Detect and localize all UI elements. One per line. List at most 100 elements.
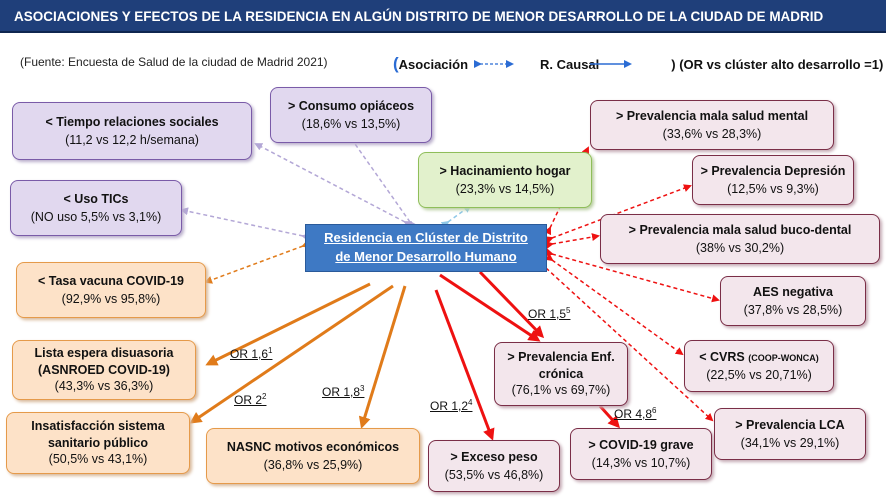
legend-causal: R. Causal xyxy=(540,57,600,72)
node-exceso-label: > Exceso peso xyxy=(450,449,538,464)
node-depresion-value: (12,5% vs 9,3%) xyxy=(727,182,819,196)
node-mental-label: > Prevalencia mala salud mental xyxy=(615,108,809,123)
arrow-cvrs xyxy=(544,253,684,356)
or-label-5-sup: 5 xyxy=(566,306,571,315)
node-hacinamiento-label: > Hacinamiento hogar xyxy=(439,163,571,178)
node-nasnc-label: NASNC motivos económicos xyxy=(226,439,400,454)
arrow-tiempo xyxy=(254,143,413,229)
or-label-6: OR 4,86 xyxy=(614,406,656,421)
node-tiempo-value: (11,2 vs 12,2 h/semana) xyxy=(65,133,199,147)
or-label-6-text: OR 4,8 xyxy=(614,407,653,421)
node-cvrs-label-wrap: < CVRS (COOP-WONCA) xyxy=(699,348,819,366)
node-nasnc-value: (36,8% vs 25,9%) xyxy=(263,458,363,472)
node-lca-label: > Prevalencia LCA xyxy=(735,417,845,432)
node-covid-grave-label: > COVID-19 grave xyxy=(588,437,694,452)
node-aes-label: AES negativa xyxy=(753,284,833,299)
node-covid-grave: > COVID-19 grave (14,3% vs 10,7%) xyxy=(570,428,712,480)
center-line1: Residencia en Clúster de Distrito xyxy=(324,230,528,246)
arrow-cronica xyxy=(439,273,541,342)
node-lista-label2: (ASNROED COVID-19) xyxy=(38,362,170,377)
arrow-lca xyxy=(538,260,714,422)
node-cvrs-value: (22,5% vs 20,71%) xyxy=(706,368,812,382)
node-vacuna-label: < Tasa vacuna COVID-19 xyxy=(37,273,184,288)
or-label-3-text: OR 1,8 xyxy=(322,385,361,399)
or-label-4-text: OR 1,2 xyxy=(430,399,469,413)
node-cvrs-label-small: (COOP-WONCA) xyxy=(748,352,819,363)
node-tiempo-label: < Tiempo relaciones sociales xyxy=(45,114,219,129)
arrow-vacuna xyxy=(204,240,311,284)
or-label-2: OR 22 xyxy=(234,392,266,407)
node-aes: AES negativa (37,8% vs 28,5%) xyxy=(720,276,866,326)
node-covid-grave-value: (14,3% vs 10,7%) xyxy=(591,456,691,470)
node-bucodental-label: > Prevalencia mala salud buco-dental xyxy=(628,222,852,237)
node-cronica: > Prevalencia Enf. crónica (76,1% vs 69,… xyxy=(494,342,628,406)
or-label-1-text: OR 1,6 xyxy=(230,347,269,361)
arrow-hacinamiento xyxy=(440,204,472,229)
arrow-tics xyxy=(180,207,310,242)
node-tiempo: < Tiempo relaciones sociales (11,2 vs 12… xyxy=(12,102,252,160)
node-tics-value: (NO uso 5,5% vs 3,1%) xyxy=(30,210,162,224)
or-label-2-text: OR 2 xyxy=(234,393,263,407)
arrow-lista xyxy=(205,282,371,366)
node-lista: Lista espera disuasoria (ASNROED COVID-1… xyxy=(12,340,196,400)
or-label-5: OR 1,55 xyxy=(528,306,570,321)
node-depresion-label: > Prevalencia Depresión xyxy=(700,163,846,178)
legend: (Asociación R. Causal ) (OR vs clúster alt… xyxy=(393,54,883,74)
node-lca: > Prevalencia LCA (34,1% vs 29,1%) xyxy=(714,408,866,460)
node-insatisfaccion-label2: sanitario público xyxy=(47,435,148,450)
arrow-depresion xyxy=(544,184,692,244)
node-exceso-value: (53,5% vs 46,8%) xyxy=(444,468,544,482)
node-bucodental-value: (38% vs 30,2%) xyxy=(695,241,785,255)
node-lista-label1: Lista espera disuasoria xyxy=(34,345,174,360)
arrow-exceso xyxy=(434,289,495,441)
legend-open-paren: ( xyxy=(393,54,399,73)
arrow-nasnc xyxy=(358,285,407,429)
legend-close: ) (OR vs clúster alto desarrollo =1) xyxy=(671,57,884,72)
or-label-2-sup: 2 xyxy=(262,392,267,401)
node-opiaceos: > Consumo opiáceos (18,6% vs 13,5%) xyxy=(270,87,432,143)
or-label-6-sup: 6 xyxy=(652,406,657,415)
node-mental-value: (33,6% vs 28,3%) xyxy=(662,127,762,141)
node-lca-value: (34,1% vs 29,1%) xyxy=(740,436,840,450)
or-label-3-sup: 3 xyxy=(360,384,365,393)
node-tics: < Uso TICs (NO uso 5,5% vs 3,1%) xyxy=(10,180,182,236)
or-label-1: OR 1,61 xyxy=(230,346,272,361)
node-insatisfaccion-label1: Insatisfacción sistema xyxy=(31,418,165,433)
legend-asociacion: Asociación xyxy=(398,57,469,72)
node-lista-value: (43,3% vs 36,3%) xyxy=(54,379,154,394)
page-title: ASOCIACIONES Y EFECTOS DE LA RESIDENCIA … xyxy=(0,0,886,33)
node-vacuna: < Tasa vacuna COVID-19 (92,9% vs 95,8%) xyxy=(16,262,206,318)
node-insatisfaccion-value: (50,5% vs 43,1%) xyxy=(48,452,148,467)
node-exceso: > Exceso peso (53,5% vs 46,8%) xyxy=(428,440,560,492)
or-label-4: OR 1,24 xyxy=(430,398,472,413)
node-nasnc: NASNC motivos económicos (36,8% vs 25,9%… xyxy=(206,428,420,484)
node-tics-label: < Uso TICs xyxy=(63,191,129,206)
node-mental: > Prevalencia mala salud mental (33,6% v… xyxy=(590,100,834,150)
node-aes-value: (37,8% vs 28,5%) xyxy=(743,303,843,317)
node-hacinamiento: > Hacinamiento hogar (23,3% vs 14,5%) xyxy=(418,152,592,208)
node-cronica-label1: > Prevalencia Enf. xyxy=(507,349,615,364)
node-hacinamiento-value: (23,3% vs 14,5%) xyxy=(455,182,555,196)
node-opiaceos-label: > Consumo opiáceos xyxy=(287,98,415,113)
or-label-3: OR 1,83 xyxy=(322,384,364,399)
node-insatisfaccion: Insatisfacción sistema sanitario público… xyxy=(6,412,190,474)
arrow-cronica-b xyxy=(478,270,545,339)
node-vacuna-value: (92,9% vs 95,8%) xyxy=(61,292,161,306)
node-cvrs-label: < CVRS xyxy=(699,349,745,364)
or-label-1-sup: 1 xyxy=(268,346,273,355)
node-depresion: > Prevalencia Depresión (12,5% vs 9,3%) xyxy=(692,155,854,205)
source-note: (Fuente: Encuesta de Salud de la ciudad … xyxy=(20,55,328,69)
node-cronica-label2: crónica xyxy=(538,366,584,381)
arrow-insatisfaccion xyxy=(189,284,394,424)
center-line2: de Menor Desarrollo Humano xyxy=(335,249,517,264)
arrow-opiaceos xyxy=(346,132,417,230)
arrow-bucodental xyxy=(545,233,600,249)
node-bucodental: > Prevalencia mala salud buco-dental (38… xyxy=(600,214,880,264)
arrow-covid-grave xyxy=(598,404,621,429)
or-label-5-text: OR 1,5 xyxy=(528,307,567,321)
node-cronica-value: (76,1% vs 69,7%) xyxy=(511,383,611,398)
or-label-4-sup: 4 xyxy=(468,398,473,407)
node-opiaceos-value: (18,6% vs 13,5%) xyxy=(301,117,401,131)
node-cvrs: < CVRS (COOP-WONCA) (22,5% vs 20,71%) xyxy=(684,340,834,392)
center-node: Residencia en Clúster de Distrito de Men… xyxy=(305,224,547,272)
